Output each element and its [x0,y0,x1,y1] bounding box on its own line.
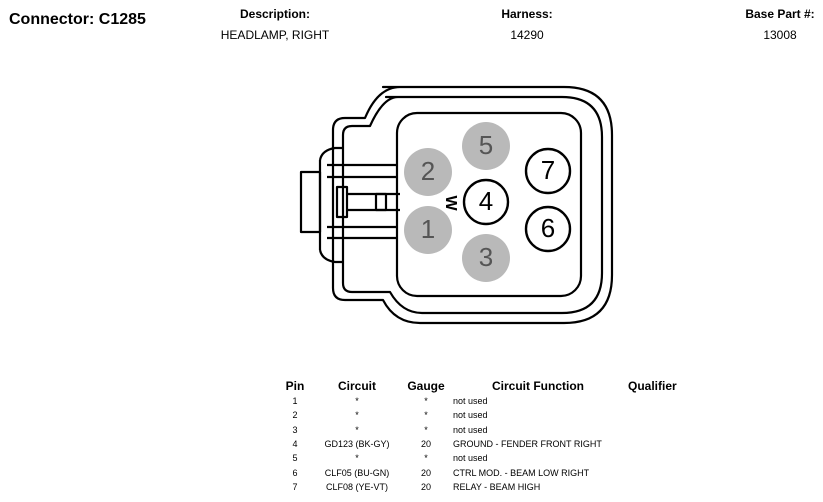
cell-pin: 7 [292,481,298,492]
latch-bracket [318,146,343,264]
cell-circuit-function: not used [453,396,488,407]
cell-qualifier [628,465,718,479]
cell-gauge: * [424,453,428,464]
pin-6-used: 6 [524,205,572,253]
table-row: 7 CLF08 (YE-VT) 20 RELAY - BEAM HIGH [280,480,718,494]
header-qualifier: Qualifier [628,379,677,393]
base-part-header: Base Part #: 13008 [734,7,823,42]
cell-qualifier [628,394,718,408]
connector-title: Connector: C1285 [9,11,146,28]
cell-gauge: 20 [420,467,431,478]
table-row: 3 * * not used [280,423,718,437]
table-row: 5 * * not used [280,451,718,465]
header-pin: Pin [285,379,305,393]
cell-circuit: CLF05 (BU-GN) [324,467,390,478]
pin-circle [404,148,452,196]
cell-circuit: GD123 (BK-GY) [324,439,390,450]
latch-tab [299,170,322,234]
pin-circle [462,234,510,282]
pin-5-unused: 5 [462,122,510,170]
cell-circuit: * [355,453,359,464]
cell-qualifier [628,480,718,494]
pin-circle [524,205,572,253]
pin-circle [404,206,452,254]
latch-slot [335,185,349,219]
connector-inner-shell [341,95,604,315]
cell-circuit-function: CTRL MOD. - BEAM LOW RIGHT [453,467,590,478]
cell-pin: 5 [292,453,298,464]
header-circuit-function: Circuit Function [492,379,584,393]
pin-number: 5 [479,130,493,160]
latch-bar [347,192,400,212]
latch-block [374,192,388,212]
cell-gauge: * [424,424,428,435]
cell-circuit-function: not used [453,453,488,464]
description-label: Description: [239,7,310,21]
connector-outer-shell [331,85,614,325]
cell-circuit: CLF08 (YE-VT) [325,481,388,492]
header-gauge: Gauge [407,379,445,393]
cell-circuit-function: GROUND - FENDER FRONT RIGHT [453,439,602,450]
pin-group: 5 2 7 4 1 6 3 [404,122,572,282]
pin-3-unused: 3 [462,234,510,282]
cell-pin: 4 [292,439,298,450]
cell-qualifier [628,408,718,422]
description-value: HEADLAMP, RIGHT [220,28,330,42]
pin-number: 7 [541,155,555,185]
pin-table-header: Pin Circuit Gauge Circuit Function Quali… [280,378,718,394]
base-part-value: 13008 [763,28,797,42]
cell-gauge: * [424,396,428,407]
cell-gauge: 20 [420,439,431,450]
cell-circuit-function: not used [453,410,488,421]
cell-circuit: * [355,424,359,435]
pin-number: 2 [421,156,435,186]
table-row: 6 CLF05 (BU-GN) 20 CTRL MOD. - BEAM LOW RIG… [280,465,718,479]
cell-pin: 2 [292,410,298,421]
pin-cavity-face [395,111,583,298]
pin-circle [462,178,510,226]
cell-pin: 6 [292,467,298,478]
harness-value: 14290 [510,28,544,42]
pin-circle [524,147,572,195]
cell-pin: 3 [292,424,298,435]
harness-label: Harness: [501,7,553,21]
pin-1-unused: 1 [404,206,452,254]
cell-pin: 1 [292,396,298,407]
cell-gauge: * [424,410,428,421]
cell-circuit: * [355,410,359,421]
cell-circuit-function: RELAY - BEAM HIGH [453,481,541,492]
pin-number: 1 [421,214,435,244]
cell-circuit-function: not used [453,424,488,435]
pin-number: 3 [479,242,493,272]
pin-table: Pin Circuit Gauge Circuit Function Quali… [280,378,718,494]
key-label: W [442,195,459,211]
pin-7-used: 7 [524,147,572,195]
table-row: 1 * * not used [280,394,718,408]
pin-2-unused: 2 [404,148,452,196]
pin-number: 6 [541,213,555,243]
cell-qualifier [628,423,718,437]
header-circuit: Circuit [337,379,376,393]
cell-qualifier [628,437,718,451]
pin-circle [462,122,510,170]
table-row: 2 * * not used [280,408,718,422]
pin-number: 4 [479,186,493,216]
description-header: Description: HEADLAMP, RIGHT [195,7,355,42]
base-part-label: Base Part #: [745,7,815,21]
cell-gauge: 20 [420,481,431,492]
cell-circuit: * [355,396,359,407]
connector-face-diagram: 5 2 7 4 1 6 3 W [299,85,614,325]
pin-4-used: 4 [462,178,510,226]
cell-qualifier [628,451,718,465]
harness-header: Harness: 14290 [487,7,567,42]
table-row: 4 GD123 (BK-GY) 20 GROUND - FENDER FRONT RI… [280,437,718,451]
